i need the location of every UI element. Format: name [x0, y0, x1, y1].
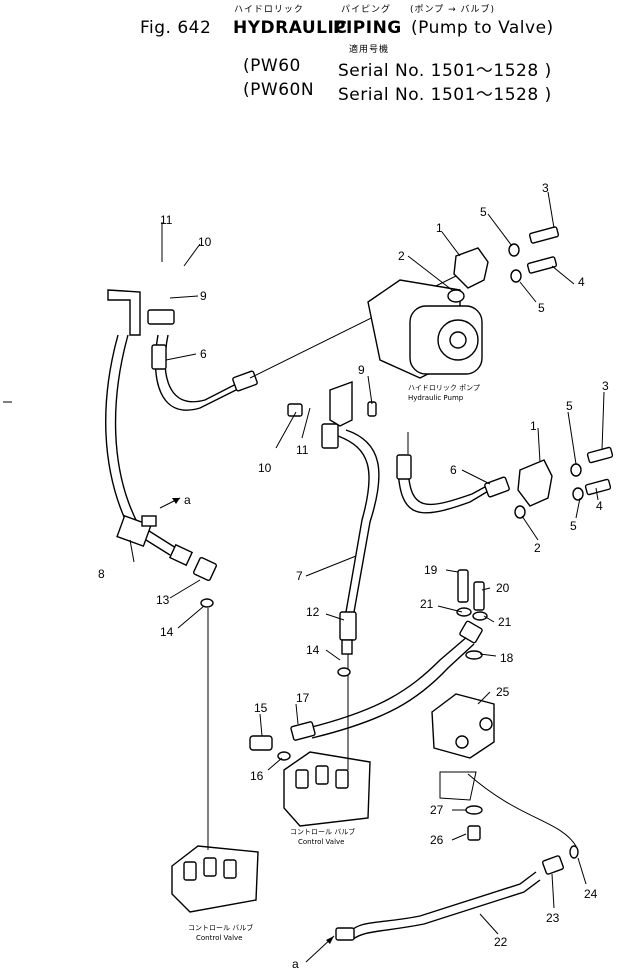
callout-23: 23 — [546, 911, 560, 925]
tee-fitting-8 — [116, 514, 157, 548]
callout-14: 14 — [306, 643, 320, 657]
control-valve-label-en: Control Valve — [196, 934, 242, 942]
callout-14: 14 — [160, 625, 174, 639]
callout-numbers: 1 2 3 4 5 5 3 4 5 5 1 2 6 9 10 11 6 9 10… — [98, 181, 609, 969]
fig-number: Fig. 642 — [140, 18, 212, 38]
callout-11: 11 — [296, 443, 309, 457]
model-pw60: (PW60 — [243, 56, 301, 76]
leader-lines — [129, 191, 605, 935]
title-jp-3: (ポンプ → バルブ) — [410, 5, 496, 15]
callout-10: 10 — [198, 235, 212, 249]
callout-17: 17 — [296, 691, 310, 705]
callout-6: 6 — [450, 463, 457, 477]
hydraulic-pump — [367, 279, 483, 379]
pump-label-jp: ハイドロリック ポンプ — [408, 384, 480, 392]
serial-pw60: Serial No. 1501～1528 ) — [338, 61, 552, 81]
callout-20: 20 — [496, 581, 510, 595]
elbow-fitting-1-upper — [453, 247, 489, 289]
callout-5: 5 — [538, 301, 545, 315]
callout-7: 7 — [296, 569, 303, 583]
pump-label-en: Hydraulic Pump — [408, 394, 464, 402]
callout-22: 22 — [494, 935, 508, 949]
callout-8: 8 — [98, 567, 105, 581]
control-valve-label-en: Control Valve — [298, 838, 344, 846]
callout-13: 13 — [156, 593, 170, 607]
valve-block-25 — [431, 693, 495, 759]
callout-5: 5 — [480, 205, 487, 219]
title-jp-2: パイピング — [341, 5, 392, 15]
model-pw60n: (PW60N — [243, 80, 315, 100]
callout-12: 12 — [306, 605, 320, 619]
arrow-label-a: a — [292, 957, 299, 969]
callout-1: 1 — [530, 419, 537, 433]
callout-5: 5 — [570, 519, 577, 533]
callout-25: 25 — [496, 685, 510, 699]
callout-24: 24 — [584, 887, 598, 901]
callout-3: 3 — [542, 181, 549, 195]
control-valve-lower — [171, 845, 259, 913]
control-valve-label-jp: コントロール バルブ — [290, 827, 355, 836]
bracket-center — [321, 381, 353, 449]
applies-jp: 適用号機 — [349, 45, 390, 55]
control-valve-upper — [283, 751, 371, 827]
component-labels: ハイドロリック ポンプ Hydraulic Pump コントロール バルブ Co… — [188, 384, 480, 942]
callout-3: 3 — [602, 379, 609, 393]
callout-21: 21 — [420, 597, 434, 611]
callout-6: 6 — [200, 347, 207, 361]
title-pump-to-valve: (Pump to Valve) — [411, 18, 554, 38]
arrow-label-a: a — [184, 493, 191, 507]
callout-16: 16 — [250, 769, 264, 783]
callout-15: 15 — [254, 701, 268, 715]
callout-21: 21 — [498, 615, 512, 629]
callout-10: 10 — [258, 461, 272, 475]
title-jp-1: ハイドロリック — [234, 5, 304, 15]
callout-26: 26 — [430, 833, 444, 847]
callout-27: 27 — [430, 803, 444, 817]
callout-1: 1 — [436, 221, 443, 235]
callout-2: 2 — [534, 541, 541, 555]
callout-2: 2 — [398, 249, 405, 263]
title-hydraulic: HYDRAULIC — [233, 18, 348, 38]
callout-18: 18 — [500, 651, 514, 665]
callout-4: 4 — [596, 499, 603, 513]
callout-9: 9 — [358, 363, 365, 377]
callout-9: 9 — [200, 289, 207, 303]
serial-pw60n: Serial No. 1501～1528 ) — [338, 85, 552, 105]
bracket-left — [107, 289, 175, 336]
callout-5: 5 — [566, 399, 573, 413]
callout-11: 11 — [160, 213, 173, 227]
control-valve-label-jp: コントロール バルブ — [188, 923, 253, 932]
title-piping: PIPING — [333, 18, 402, 38]
callout-4: 4 — [578, 275, 585, 289]
callout-19: 19 — [424, 563, 438, 577]
